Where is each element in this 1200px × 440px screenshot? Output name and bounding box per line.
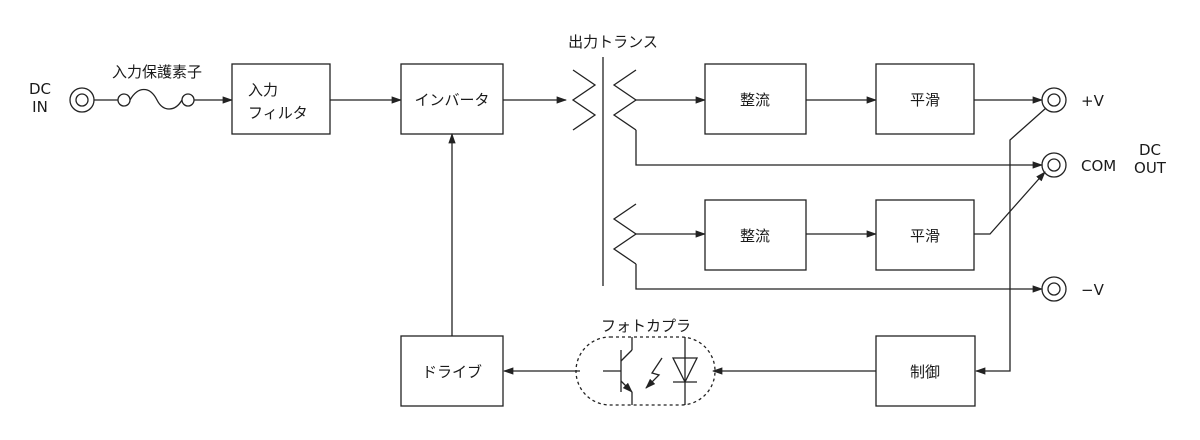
rectifier-top-block: 整流 [704, 63, 807, 135]
center-tap-to-com-line [635, 130, 1044, 169]
input-filter-block: 入力 フィルタ [231, 63, 331, 135]
inverter-block: インバータ [400, 63, 504, 135]
minus-v-terminal [1041, 276, 1067, 302]
plus-v-terminal [1041, 87, 1067, 113]
control-block: 制御 [875, 335, 976, 407]
com-label: COM [1081, 157, 1116, 175]
drive-block: ドライブ [400, 335, 504, 407]
smoothing-bottom-block: 平滑 [875, 199, 975, 271]
dc-in-label: DC [29, 80, 51, 98]
minus-v-label: −V [1081, 281, 1105, 299]
smoothing-top-block: 平滑 [875, 63, 975, 135]
dc-in-terminal [69, 87, 95, 113]
dc-out-label: DC [1139, 141, 1161, 159]
plus-v-label: +V [1081, 92, 1105, 110]
dc-out-label: OUT [1134, 159, 1167, 177]
fuse-label: 入力保護素子 [112, 63, 202, 81]
smoothing-top-label: 平滑 [910, 91, 940, 109]
photocoupler [575, 336, 716, 406]
tap-to-minus-v-line [635, 264, 1044, 293]
output-transformer [571, 57, 638, 286]
rectifier-top-label: 整流 [740, 91, 770, 109]
smoothing-bottom-label: 平滑 [910, 227, 940, 245]
input-fuse [94, 88, 234, 110]
control-label: 制御 [910, 363, 940, 381]
rectifier-bottom-block: 整流 [704, 199, 807, 271]
input-filter-label: フィルタ [248, 104, 308, 122]
transformer-label: 出力トランス [568, 33, 658, 51]
input-filter-label: 入力 [248, 81, 278, 99]
drive-label: ドライブ [422, 363, 482, 381]
feedback-to-control-line [974, 107, 1047, 375]
dc-in-label: IN [32, 98, 48, 116]
com-terminal [1041, 152, 1067, 178]
smoothing-bottom-to-com-arrow [974, 171, 1046, 235]
photocoupler-label: フォトカプラ [601, 317, 691, 335]
inverter-label: インバータ [414, 91, 489, 109]
rectifier-bottom-label: 整流 [740, 227, 770, 245]
